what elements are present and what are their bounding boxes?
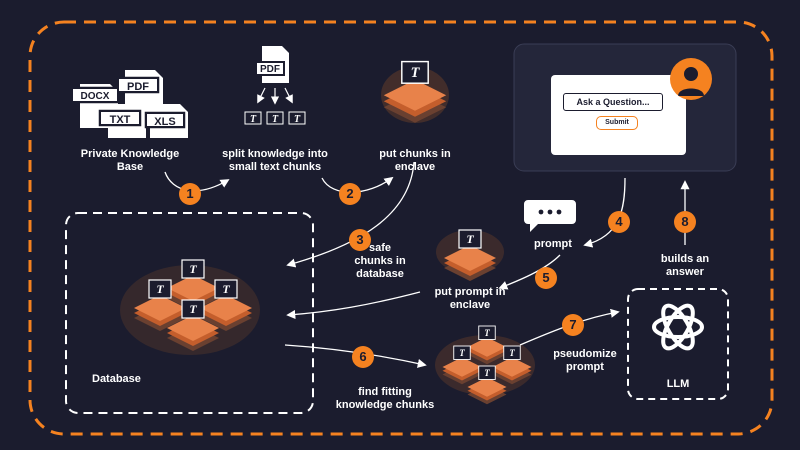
user-avatar-icon [670,58,712,100]
pdf-split-icon: PDF [244,46,306,126]
step-badge-5: 5 [535,267,557,289]
question-card: Ask a Question... Submit [551,75,686,155]
step-badge-3: 3 [349,229,371,251]
label-database: Database [92,373,141,385]
step-badge-4: 4 [608,211,630,233]
file-icons: DOCX PDF TXT XLS [70,70,188,138]
prompt-chip-icon [436,229,504,282]
flow-arrows [164,161,690,368]
fitting-chunks-icon [435,325,535,405]
chat-bubble-icon [524,200,576,232]
label-llm: LLM [666,378,690,390]
llm-frame [627,288,729,400]
step-badge-6: 6 [352,346,374,368]
file-label-txt: TXT [110,114,131,126]
outer-frame [28,20,774,436]
label-prompt: prompt [534,238,572,250]
step-badge-2: 2 [339,183,361,205]
file-label-pdf: PDF [127,81,149,93]
database-chips-icon [120,259,260,355]
enclave-chip-icon [381,60,449,124]
database-frame [65,212,314,414]
ask-question-input[interactable]: Ask a Question... [563,93,663,111]
step-badge-7: 7 [562,314,584,336]
llm-logo-icon [652,303,704,351]
submit-button[interactable]: Submit [596,116,638,130]
file-label-xls: XLS [154,116,175,128]
pdf-icon-label: PDF [260,64,280,75]
step-badge-1: 1 [179,183,201,205]
step-badge-8: 8 [674,211,696,233]
file-label-docx: DOCX [81,91,110,102]
